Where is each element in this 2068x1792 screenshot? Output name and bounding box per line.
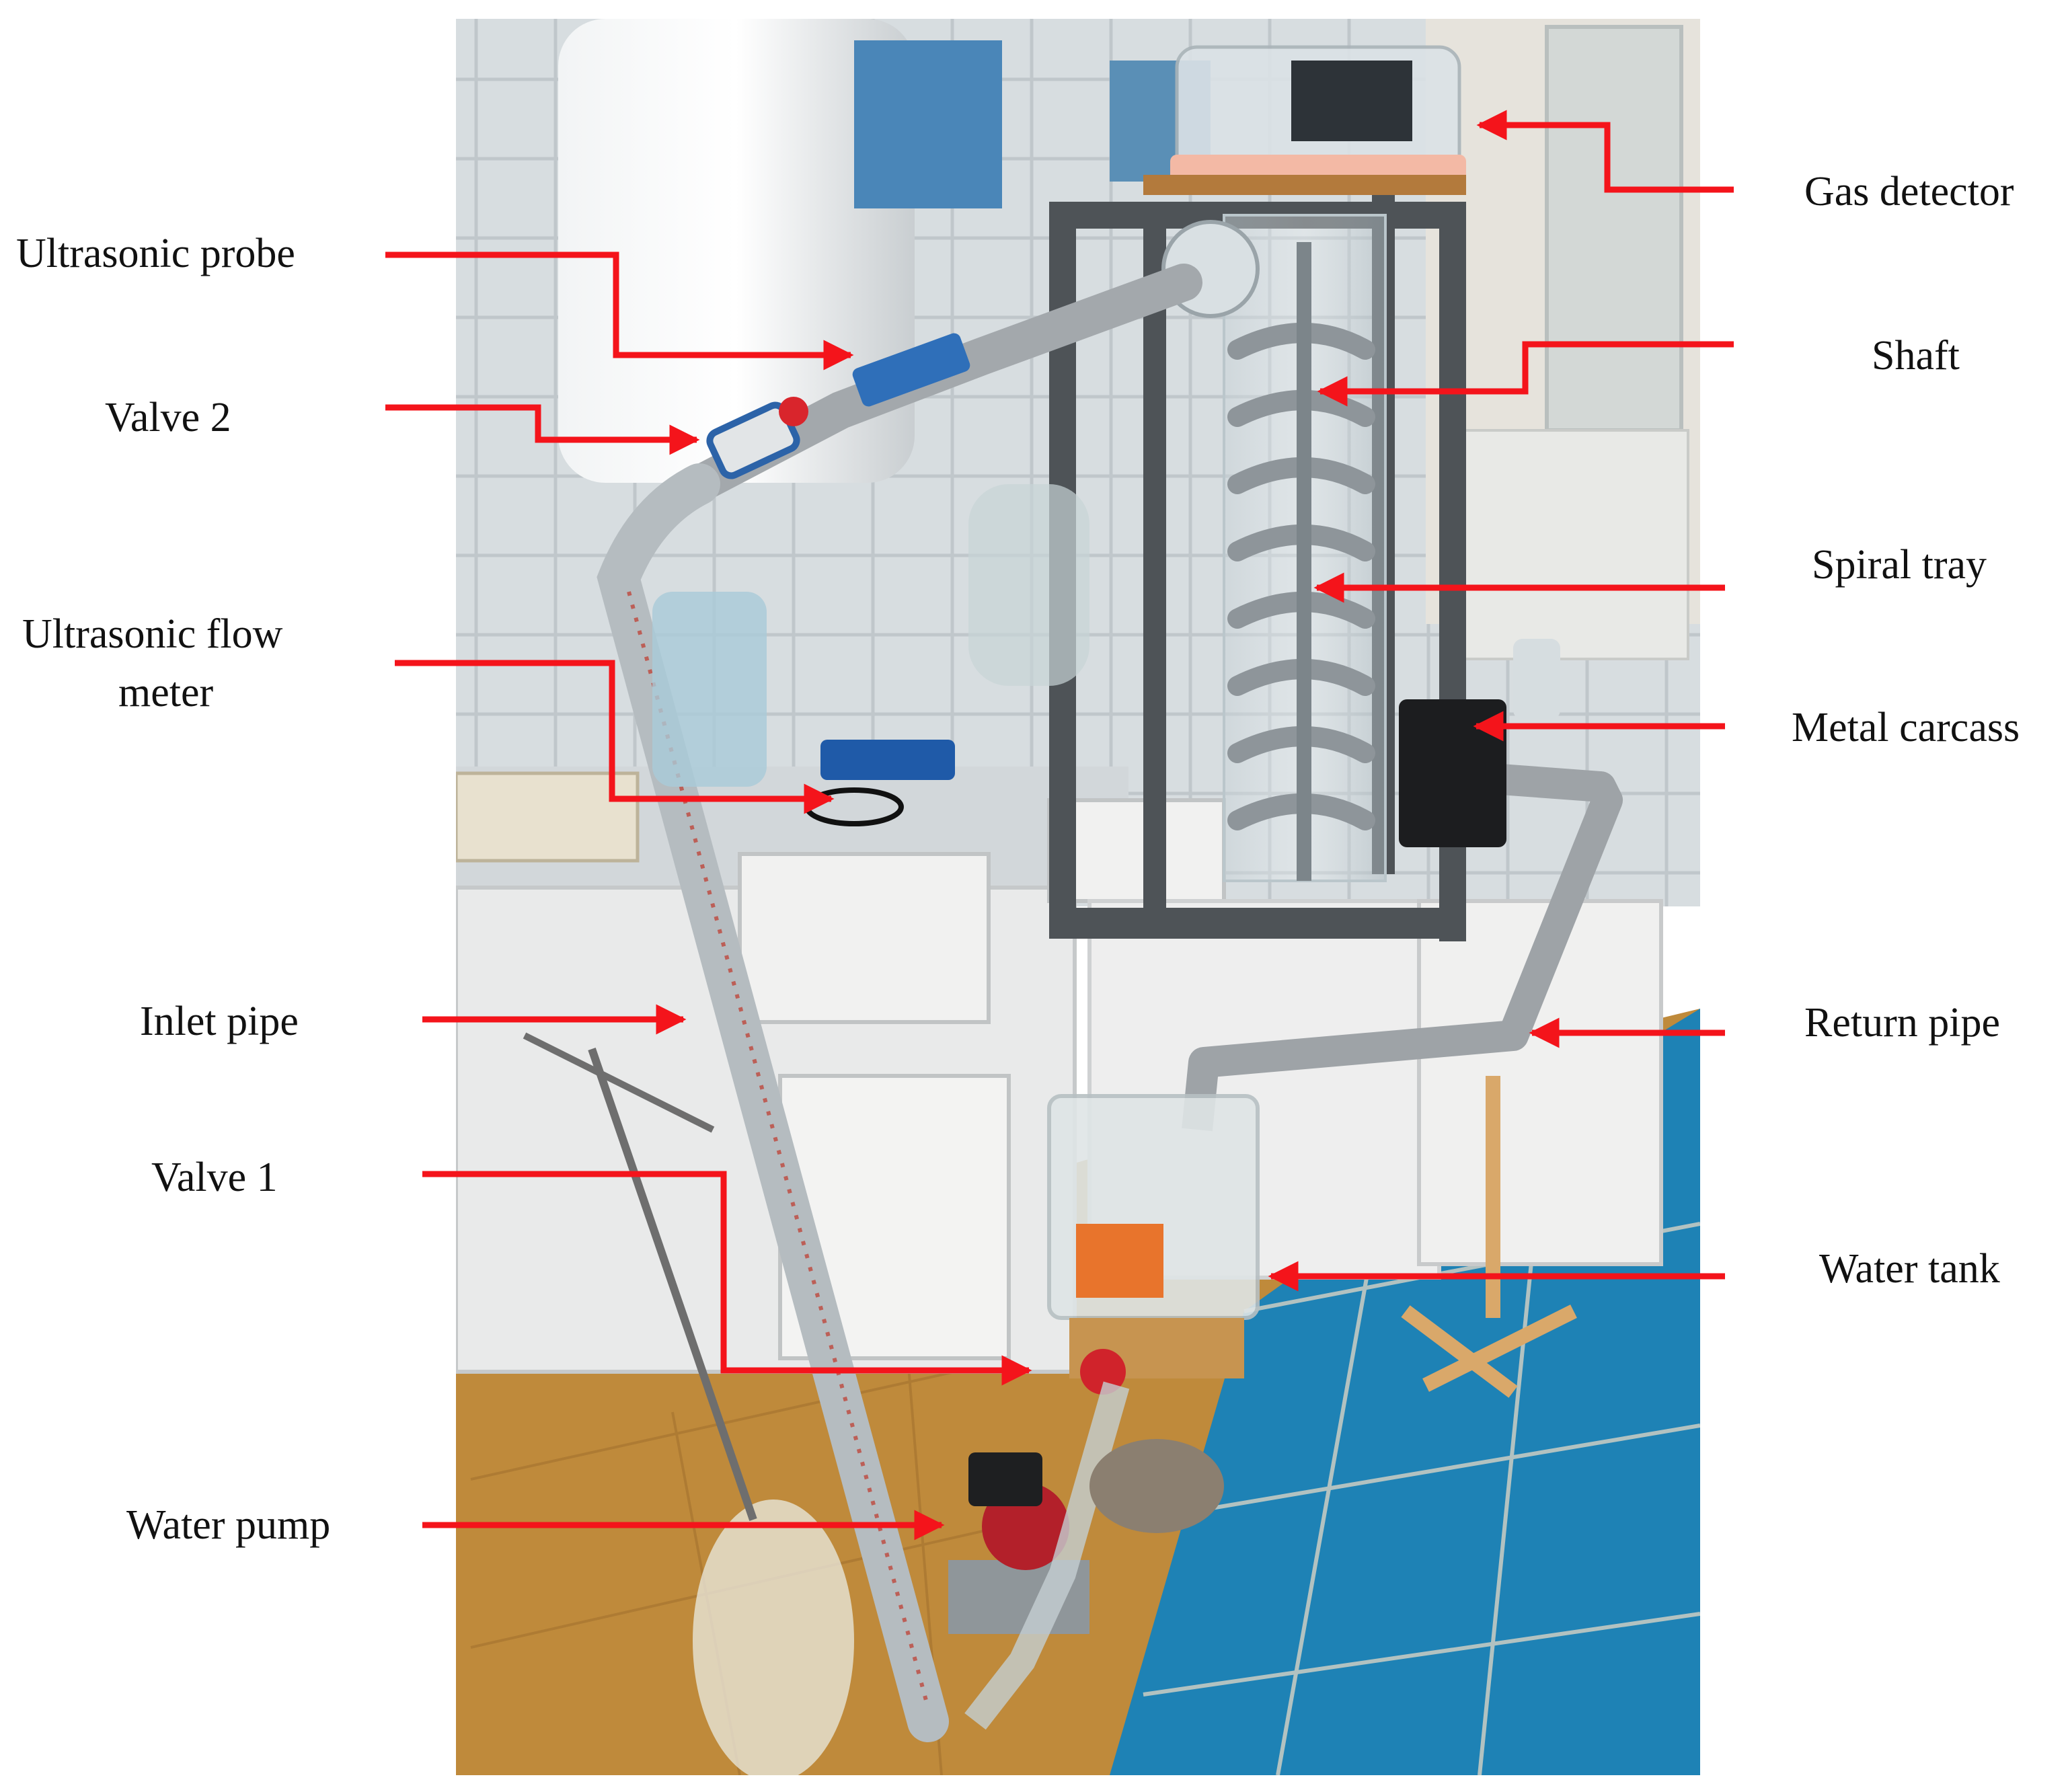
arrow-flow-meter — [395, 660, 835, 814]
ultrasonic-probe-device — [852, 333, 970, 407]
label-valve-1: Valve 1 — [151, 1155, 278, 1200]
annotation-arrows — [385, 110, 1734, 1541]
arrow-ultrasonic-probe — [385, 251, 854, 371]
arrow-valve-2 — [385, 404, 700, 455]
photo — [456, 19, 1700, 1775]
label-valve-2: Valve 2 — [105, 395, 231, 440]
plastic-bottle — [693, 1499, 854, 1775]
arrow-shaft — [1317, 341, 1734, 407]
retort-stand — [588, 1048, 757, 1521]
label-ultrasonic-flow-meter-line2: meter — [118, 670, 214, 715]
label-metal-carcass: Metal carcass — [1792, 705, 2020, 750]
inlet-pipe — [597, 463, 949, 1742]
label-ultrasonic-probe: Ultrasonic probe — [16, 231, 295, 276]
arrow-valve-1 — [422, 1171, 1032, 1386]
label-ultrasonic-flow-meter-line1: Ultrasonic flow — [22, 611, 283, 657]
label-inlet-pipe: Inlet pipe — [140, 999, 299, 1044]
label-water-pump: Water pump — [126, 1502, 331, 1548]
arrow-gas-detector — [1476, 110, 1734, 193]
return-pipe — [1182, 758, 1623, 1132]
label-return-pipe: Return pipe — [1804, 1000, 2000, 1046]
label-gas-detector: Gas detector — [1804, 169, 2014, 215]
flow-meter-device — [820, 740, 955, 780]
label-spiral-tray: Spiral tray — [1812, 542, 1987, 588]
black-bin — [1399, 699, 1506, 847]
label-shaft: Shaft — [1872, 333, 1960, 379]
water-jug — [652, 592, 767, 787]
shaft-rod — [1297, 242, 1311, 881]
label-water-tank: Water tank — [1819, 1246, 2000, 1292]
